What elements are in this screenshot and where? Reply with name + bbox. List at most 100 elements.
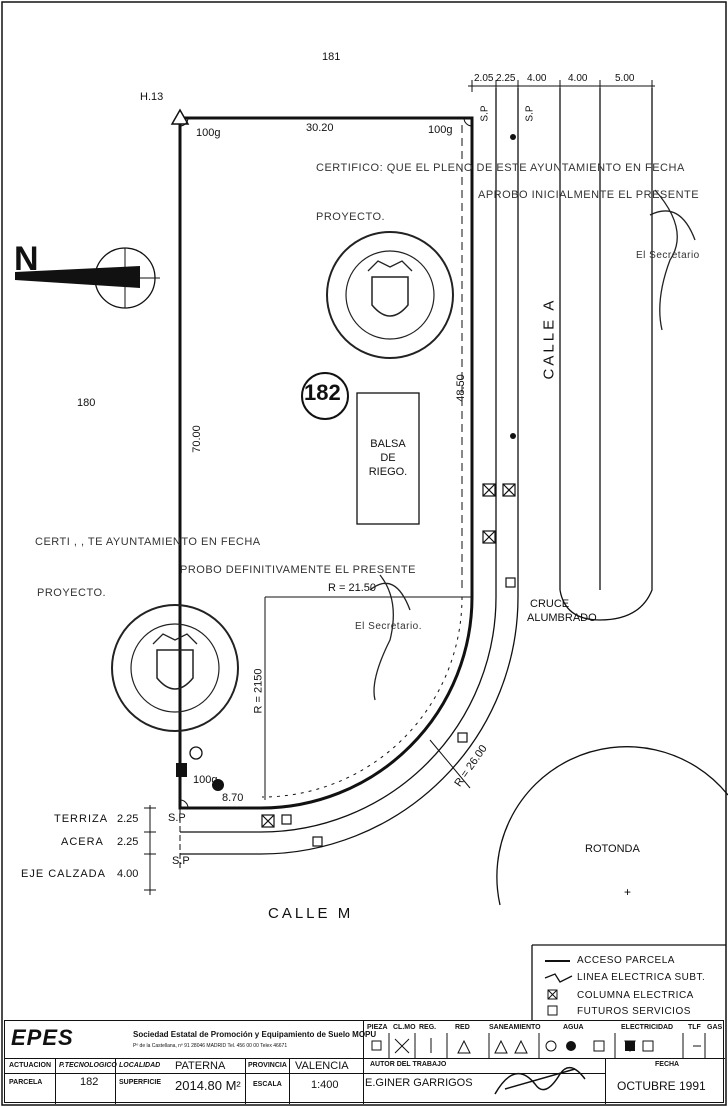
service-icons — [371, 1033, 706, 1058]
legend-services-icon — [547, 1005, 558, 1016]
balsa-line-1: BALSA — [370, 438, 406, 450]
parcel-boundary — [178, 116, 474, 810]
hito-label: H.13 — [140, 91, 164, 103]
parcela-label: PARCELA — [9, 1079, 43, 1086]
certificate-1-line-2: APROBO INICIALMENTE EL PRESENTE — [478, 189, 700, 201]
street-calle-a: CALLE A — [540, 297, 558, 380]
service-header: CL.MO — [393, 1024, 416, 1031]
company-address: Pº de la Castellana, nº 91 28046 MADRID … — [133, 1043, 288, 1049]
top-dimension: 30.20 — [306, 122, 334, 134]
alumbrado-label: ALUMBRADO — [527, 612, 597, 624]
sp-label: S.P — [168, 812, 186, 824]
services-area — [363, 1021, 725, 1058]
superficie-label: SUPERFICIE — [119, 1079, 162, 1086]
north-arrow-icon — [15, 266, 140, 288]
lamp-icon — [510, 134, 516, 140]
col-separator — [289, 1058, 290, 1104]
certificate-2-line-1: CERTI , , TE AYUNTAMIENTO EN FECHA — [35, 536, 261, 548]
acera-label: ACERA — [61, 836, 104, 848]
legend-item-access: ACCESO PARCELA — [577, 955, 675, 966]
title-block: EPES Sociedad Estatal de Promoción y Equ… — [4, 1020, 725, 1104]
width-4: 4.00 — [568, 73, 588, 84]
certificate-1-line-1: CERTIFICO: QUE EL PLENO DE ESTE AYUNTAMI… — [316, 162, 685, 174]
bottom-dimension: 8.70 — [222, 792, 244, 804]
future-services-icon — [281, 577, 516, 847]
certificate-2-line-3: PROYECTO. — [37, 587, 107, 599]
width-3: 4.00 — [527, 73, 547, 84]
service-header: SANEAMIENTO — [489, 1024, 541, 1031]
radius-vertical-label: R = 2150 — [252, 668, 265, 714]
tecnologico-label: P.TECNOLOGICO — [59, 1062, 117, 1069]
fecha-label: FECHA — [655, 1061, 680, 1068]
balsa-line-2: DE — [380, 452, 396, 464]
fecha-value: OCTUBRE 1991 — [617, 1079, 706, 1093]
escala-label: ESCALA — [253, 1081, 282, 1088]
row-separator — [5, 1058, 725, 1059]
terriza-label: TERRIZA — [54, 813, 109, 825]
width-2: 2.25 — [496, 73, 516, 84]
company-name: Sociedad Estatal de Promoción y Equipami… — [133, 1030, 377, 1039]
certificate-1-secretary: El Secretario — [636, 250, 700, 261]
rotunda-center-mark: + — [624, 885, 631, 899]
balsa-line-3: RIEGO. — [368, 466, 408, 478]
eje-label: EJE CALZADA — [21, 868, 106, 880]
superficie-value: 2014.80 M² — [175, 1078, 241, 1093]
col-separator — [245, 1058, 246, 1104]
angle-top-right: 100g — [428, 124, 453, 136]
angle-bottom-left: 100g — [193, 774, 218, 786]
sp-label: S.P — [524, 105, 536, 122]
balsa-rect — [356, 392, 420, 525]
signature-1-icon — [649, 189, 696, 331]
acera-value: 2.25 — [117, 836, 139, 848]
column-electric-icon — [261, 483, 516, 828]
company-logo: EPES — [11, 1025, 74, 1050]
autor-value: E.GINER GARRIGOS — [365, 1077, 473, 1089]
localidad-value: PATERNA — [175, 1060, 226, 1072]
col-separator — [115, 1058, 116, 1104]
legend-item-column: COLUMNA ELECTRICA — [577, 990, 694, 1001]
seal-1-icon — [326, 231, 454, 359]
access-marker-icon — [176, 763, 187, 777]
parcel-number-circle — [301, 372, 349, 420]
service-header: TLF — [688, 1024, 701, 1031]
curve-band-2 — [260, 596, 519, 855]
hito-marker-icon — [170, 108, 190, 125]
angle-arc — [463, 117, 473, 127]
terriza-value: 2.25 — [117, 813, 139, 825]
author-signature-icon — [494, 1066, 586, 1095]
rotonda-label: ROTONDA — [585, 843, 640, 855]
sp-label: S.P — [479, 105, 491, 122]
angle-top-left: 100g — [196, 127, 221, 139]
cruce-label: CRUCE — [530, 598, 570, 610]
solid-circle-icon — [212, 779, 224, 791]
eje-value: 4.00 — [117, 868, 139, 880]
balsa-label: BALSA DE RIEGO. — [357, 437, 419, 479]
curve-band-1 — [260, 596, 497, 833]
lamp-icon — [510, 433, 516, 439]
col-separator — [363, 1058, 364, 1104]
certificate-2-secretary: El Secretario. — [355, 621, 423, 632]
parcel-number: 182 — [304, 380, 341, 405]
width-5: 5.00 — [615, 73, 635, 84]
service-header: GAS — [707, 1024, 723, 1031]
actuacion-label: ACTUACION — [9, 1062, 51, 1069]
width-1: 2.05 — [474, 73, 494, 84]
col-separator — [55, 1058, 56, 1104]
street-end-curve — [559, 88, 653, 621]
col-separator — [605, 1058, 606, 1104]
row-separator — [5, 1073, 605, 1074]
localidad-label: LOCALIDAD — [119, 1062, 161, 1069]
service-header: RED — [455, 1024, 470, 1031]
angle-arc — [179, 117, 189, 127]
street-calle-m: CALLE M — [268, 905, 354, 922]
seal-2-icon — [111, 604, 239, 732]
left-neighbor-number: 180 — [77, 397, 96, 409]
radius-inner-label: R = 21.50 — [328, 582, 377, 594]
left-dimension: 70.00 — [190, 425, 203, 453]
rotunda-arc — [496, 746, 728, 906]
service-header: ELECTRICIDAD — [621, 1024, 674, 1031]
autor-label: AUTOR DEL TRABAJO — [370, 1061, 447, 1068]
legend-electric-line-icon — [544, 973, 573, 983]
provincia-value: VALENCIA — [295, 1060, 349, 1072]
